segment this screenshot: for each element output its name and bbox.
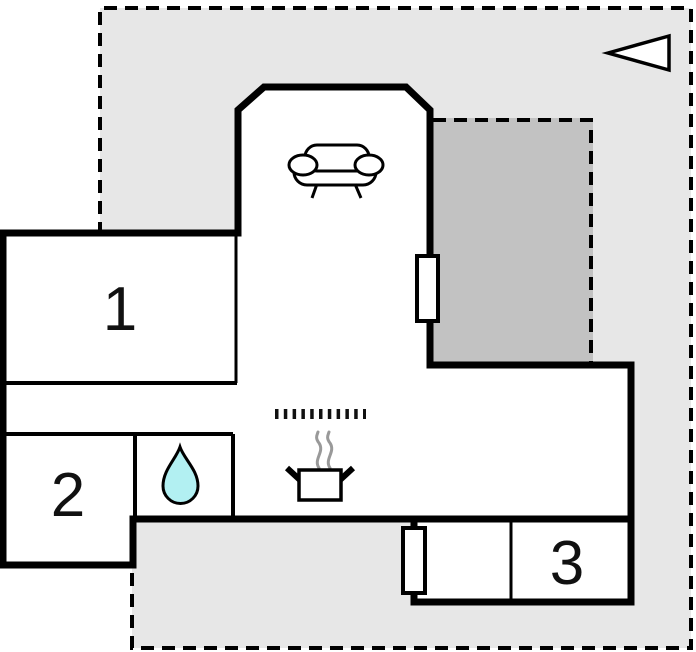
cooking-pot-icon: [284, 465, 356, 502]
window-icon: [401, 526, 427, 595]
sofa-icon: [287, 143, 385, 199]
terrace-dashed-border: [433, 118, 593, 364]
direction-arrow-icon: [601, 33, 671, 73]
steam-icon: [315, 430, 334, 470]
room-2-label: 2: [51, 461, 85, 530]
window-icon: [415, 254, 440, 323]
plot-boundary-dashed: [98, 6, 693, 650]
terrace-area: [431, 118, 593, 364]
room-3-label: 3: [550, 529, 584, 598]
room-1-label: 1: [103, 275, 137, 344]
water-drop-icon: [161, 442, 200, 505]
